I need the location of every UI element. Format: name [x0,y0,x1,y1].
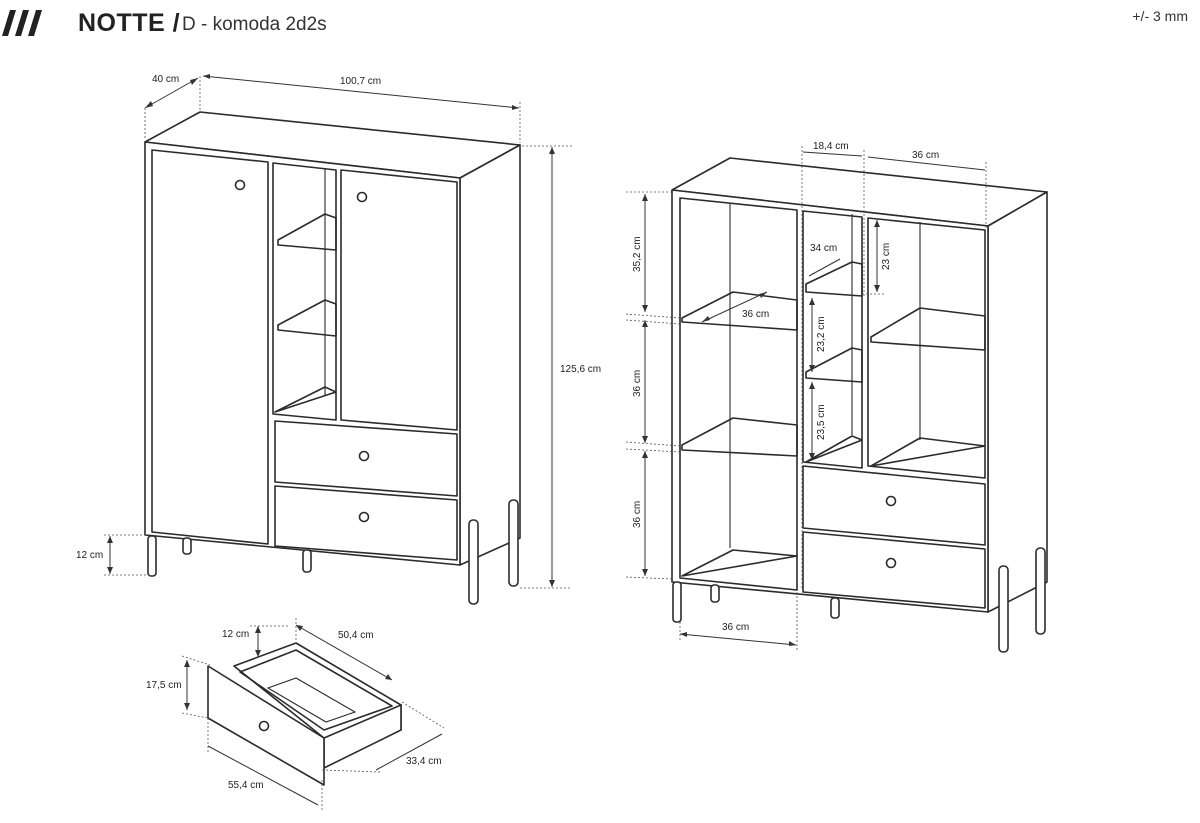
product-name: D - komoda 2d2s [182,14,327,35]
dim-drawer-depth: 50,4 cm [338,630,374,641]
dim-bottom-width: 36 cm [722,622,749,633]
dim-width: 100,7 cm [340,76,381,87]
dim-drawer-inner: 33,4 cm [406,756,442,767]
closed-cabinet-dimensions [104,75,572,589]
dim-height: 125,6 cm [560,364,601,375]
dim-small-section-23: 23 cm [881,243,892,270]
open-cabinet-dimensions [625,146,987,650]
dim-drawer-height: 17,5 cm [146,680,182,691]
dim-small-section-235: 23,5 cm [816,404,827,440]
open-cabinet [671,157,1048,653]
dim-compartment-width: 18,4 cm [813,141,849,152]
dim-small-shelf-width: 34 cm [810,243,837,254]
tolerance-note: +/- 3 mm [1132,8,1188,24]
dim-drawer-top: 12 cm [222,629,249,640]
dim-legs: 12 cm [76,550,103,561]
closed-cabinet [144,111,521,605]
dim-depth: 40 cm [152,74,179,85]
dim-small-section-232: 23,2 cm [816,316,827,352]
brand-name: NOTTE / [78,9,181,37]
dim-section-height-1: 35,2 cm [632,236,643,272]
drawer-detail [207,642,402,786]
dim-section-height-3: 36 cm [632,501,643,528]
brand-logo-icon [2,10,42,36]
drawer-dimensions [181,618,445,810]
dim-drawer-width: 55,4 cm [228,780,264,791]
dim-section-height-2: 36 cm [632,370,643,397]
dimension-arrowheads [107,74,880,710]
dim-section-width: 36 cm [912,150,939,161]
dim-shelf-width: 36 cm [742,309,769,320]
header: NOTTE / D - komoda 2d2s +/- 3 mm [0,0,1200,50]
